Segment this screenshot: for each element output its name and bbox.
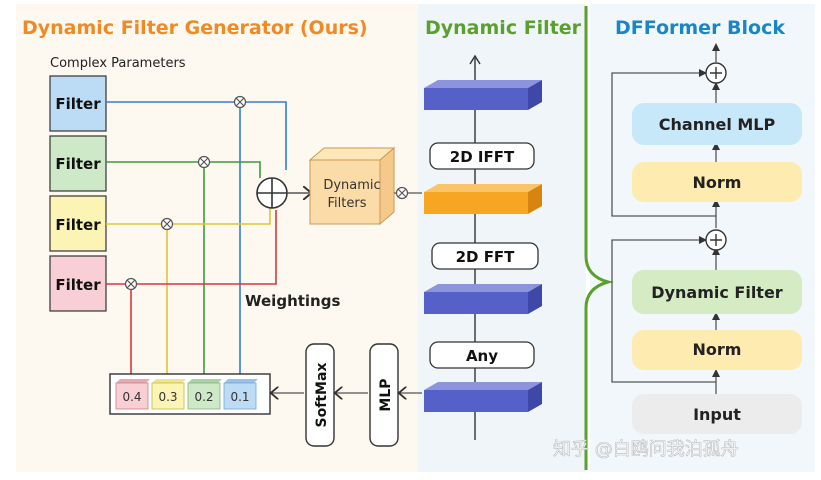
complex-params-label: Complex Parameters	[50, 56, 186, 71]
cube-top	[424, 80, 542, 110]
svg-text:Input: Input	[693, 405, 741, 424]
svg-text:Any: Any	[466, 347, 498, 365]
svg-text:Filter: Filter	[55, 216, 101, 234]
svg-text:2D IFFT: 2D IFFT	[450, 148, 515, 166]
svg-text:0.4: 0.4	[122, 390, 141, 404]
norm-top-box: Norm	[632, 162, 802, 202]
filter-card-green: Filter	[49, 135, 107, 192]
svg-text:Dynamic: Dynamic	[323, 178, 380, 193]
multiply-node-icon	[395, 186, 409, 200]
svg-text:2D FFT: 2D FFT	[456, 248, 516, 266]
norm-bottom-box: Norm	[632, 330, 802, 370]
dynamic-filters-cube: Dynamic Filters	[308, 146, 396, 226]
sum-node-icon	[256, 177, 288, 209]
block-arrowheads	[699, 43, 720, 377]
generator-title: Dynamic Filter Generator (Ours)	[22, 17, 368, 39]
svg-text:0.3: 0.3	[158, 390, 177, 404]
watermark-text: 知乎 @白鸥问我泊孤舟	[553, 439, 739, 460]
cube-bottom	[424, 382, 542, 412]
svg-text:Filter: Filter	[55, 95, 101, 113]
softmax-box: SoftMax	[305, 343, 335, 447]
svg-text:MLP: MLP	[378, 378, 394, 411]
svg-text:0.2: 0.2	[194, 390, 213, 404]
filter-title: Dynamic Filter	[425, 17, 582, 39]
svg-text:Filter: Filter	[55, 276, 101, 294]
add-node-top-icon	[705, 62, 727, 84]
dynamic-filter-box: Dynamic Filter	[632, 270, 802, 314]
mlp-box: MLP	[369, 343, 399, 447]
weight-lines	[106, 101, 287, 378]
op-fft: 2D FFT	[431, 242, 539, 270]
svg-text:Channel MLP: Channel MLP	[659, 115, 776, 134]
svg-text:Filters: Filters	[328, 196, 367, 211]
weight-box-2: 0.2	[187, 379, 222, 410]
svg-text:Dynamic Filter: Dynamic Filter	[651, 283, 783, 302]
multiply-nodes	[124, 95, 247, 291]
svg-text:Filter: Filter	[55, 155, 101, 173]
svg-text:Norm: Norm	[693, 173, 742, 192]
svg-text:Norm: Norm	[693, 340, 742, 359]
block-title: DFFormer Block	[615, 17, 785, 39]
weightings-label: Weightings	[245, 292, 340, 310]
op-any: Any	[429, 341, 535, 369]
op-ifft: 2D IFFT	[429, 142, 535, 170]
filter-card-yellow: Filter	[49, 195, 107, 252]
cube-middle	[424, 284, 542, 314]
svg-text:0.1: 0.1	[230, 390, 249, 404]
weight-box-3: 0.1	[223, 379, 258, 410]
channel-mlp-box: Channel MLP	[632, 103, 802, 145]
filter-card-blue: Filter	[49, 75, 107, 132]
green-brace	[584, 6, 614, 470]
weight-box-0: 0.4	[115, 379, 150, 410]
filter-card-red: Filter	[49, 255, 107, 312]
svg-text:SoftMax: SoftMax	[314, 363, 330, 428]
add-node-bottom-icon	[705, 229, 727, 251]
weight-box-1: 0.3	[151, 379, 186, 410]
input-box: Input	[632, 394, 802, 434]
cube-orange	[424, 184, 542, 214]
